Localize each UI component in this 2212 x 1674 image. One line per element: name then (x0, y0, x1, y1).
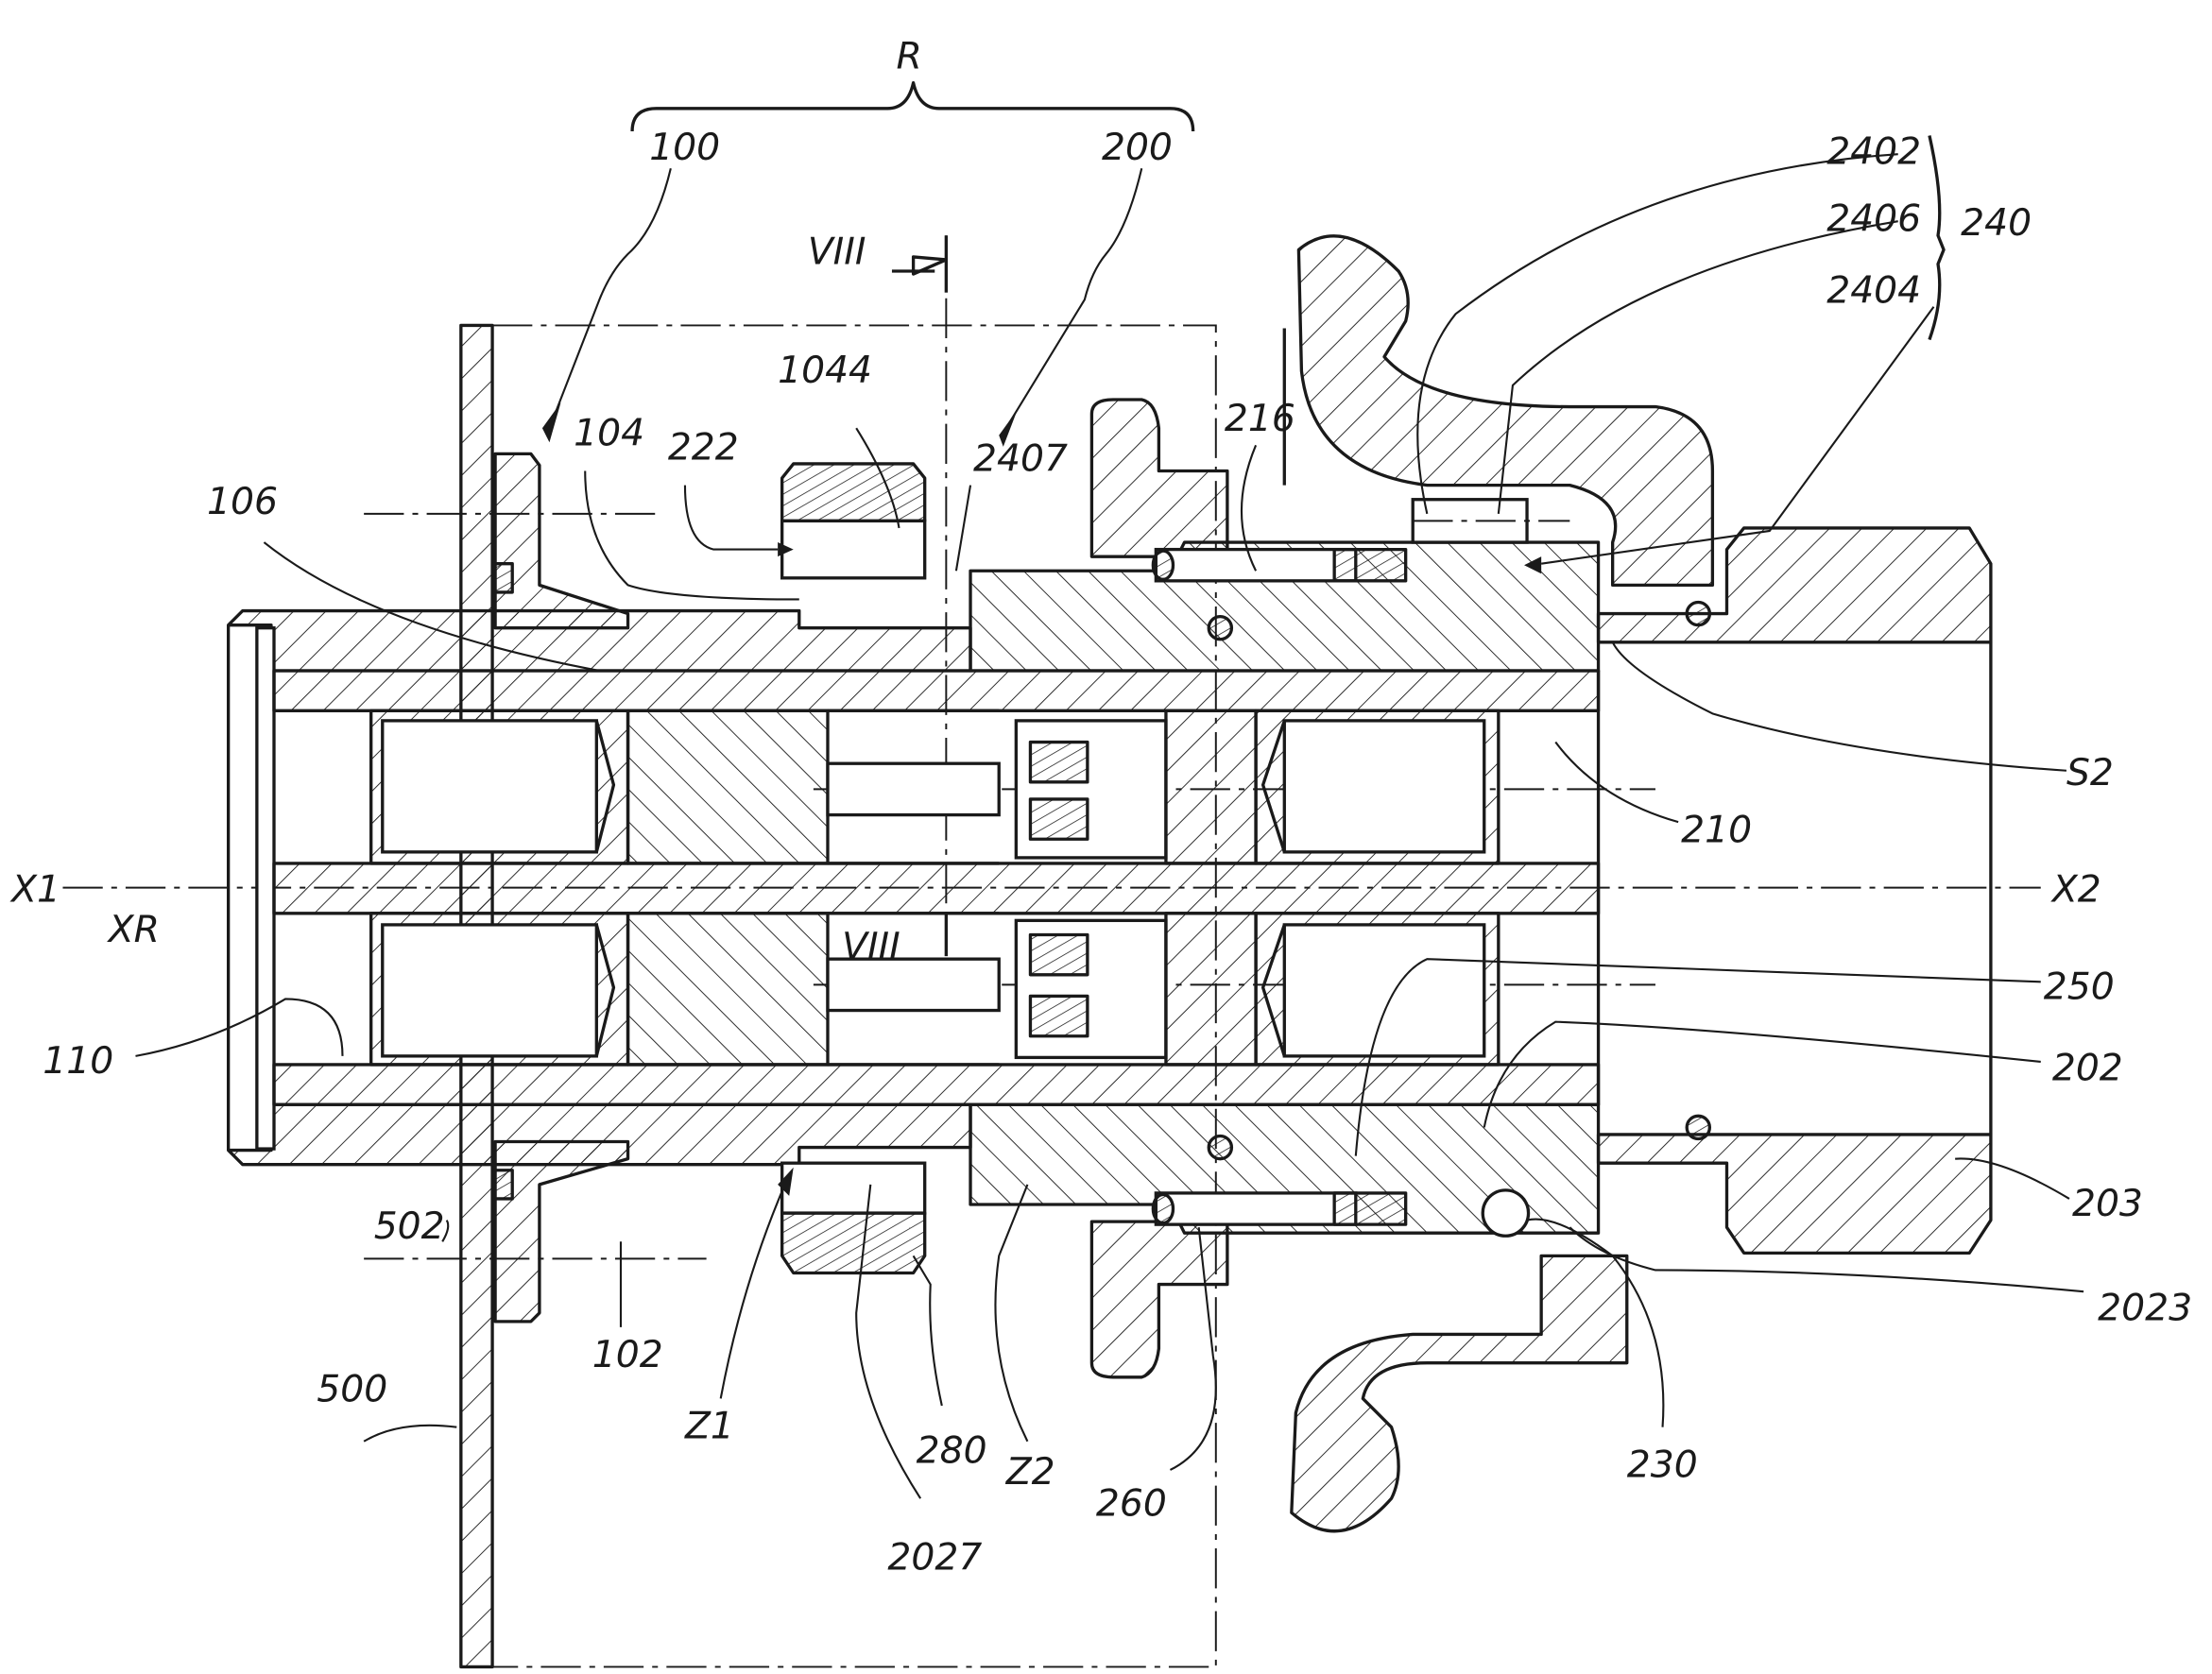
label-Z1: Z1 (684, 1406, 734, 1448)
label-2023: 2023 (2098, 1287, 2192, 1329)
section-line-VIII (891, 235, 949, 957)
insulator-right (1254, 709, 1500, 1067)
label-240: 240 (1961, 202, 2032, 245)
label-2406: 2406 (1826, 198, 1921, 241)
label-2027: 2027 (887, 1537, 982, 1580)
section-label-top: VIII (808, 231, 866, 273)
label-280: 280 (917, 1429, 987, 1472)
label-500: 500 (317, 1368, 387, 1410)
label-100: 100 (649, 127, 720, 169)
label-230: 230 (1627, 1444, 1698, 1487)
assembly-label-R: R (896, 36, 921, 78)
locking-ring (780, 462, 927, 1275)
label-2407: 2407 (973, 438, 1068, 481)
label-104: 104 (574, 412, 644, 454)
contact-pins (626, 709, 1001, 1067)
assembly-brace (630, 80, 1195, 132)
springs-and-seals (1151, 547, 1531, 1238)
label-260: 260 (1096, 1482, 1167, 1525)
label-203: 203 (2072, 1183, 2143, 1225)
label-110: 110 (43, 1040, 113, 1083)
insulator-left (272, 709, 1601, 1067)
label-202: 202 (2052, 1048, 2123, 1090)
label-106: 106 (207, 481, 278, 523)
label-Z2: Z2 (1005, 1451, 1055, 1494)
label-2404: 2404 (1826, 269, 1921, 312)
ball-230 (1481, 1188, 1531, 1238)
label-1044: 1044 (778, 350, 872, 392)
label-502: 502 (374, 1205, 445, 1248)
label-200: 200 (1102, 127, 1173, 169)
label-X1: X1 (9, 869, 60, 912)
label-222: 222 (668, 426, 739, 469)
label-2402: 2402 (1826, 131, 1921, 174)
label-102: 102 (592, 1334, 663, 1376)
coupling-nut (1596, 526, 1993, 1256)
label-XR: XR (107, 909, 160, 951)
locking-handle (1290, 234, 1715, 1533)
leader-lines (135, 135, 2084, 1499)
second-connector-body (969, 328, 1601, 1379)
label-210: 210 (1681, 809, 1752, 851)
label-S2: S2 (2066, 752, 2114, 794)
label-216: 216 (1225, 398, 1295, 440)
contact-sockets (1014, 709, 1258, 1067)
label-250: 250 (2044, 965, 2115, 1008)
first-connector-body (226, 608, 1601, 1167)
label-X2: X2 (2050, 869, 2101, 912)
